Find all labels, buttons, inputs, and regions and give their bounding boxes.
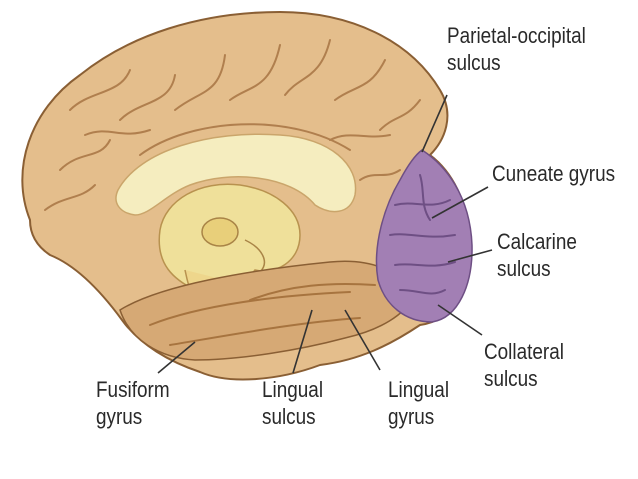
label-collateral-sulcus: Collateral sulcus [484,338,564,392]
label-text: Lingual [262,377,324,402]
label-cuneate-gyrus: Cuneate gyrus [492,160,615,187]
thalamus-fold [244,239,266,273]
label-text: gyrus [96,404,143,429]
gyri-folds [44,39,421,211]
label-text: Fusiform [96,377,170,402]
corpus-callosum [115,133,357,216]
lower-folds [149,282,376,346]
label-text: Collateral [484,339,564,364]
occipital-folds [389,174,456,295]
label-text: sulcus [447,50,501,75]
leader-lines [157,94,493,374]
label-text: sulcus [497,256,551,281]
leader-parietal-occipital [421,94,448,153]
label-lingual-sulcus: Lingual sulcus [262,376,323,430]
label-text: Cuneate gyrus [492,161,616,186]
label-parietal-occipital-sulcus: Parietal-occipital sulcus [447,22,586,76]
temporal-lower [119,260,416,361]
label-text: sulcus [484,366,538,391]
leader-calcarine [447,249,493,263]
label-fusiform-gyrus: Fusiform gyrus [96,376,170,430]
leader-cuneate [431,186,489,219]
leader-collateral [437,304,483,336]
leader-lingual-gyrus [344,309,381,371]
label-text: Calcarine [497,229,577,254]
label-text: Lingual [388,377,450,402]
label-calcarine-sulcus: Calcarine sulcus [497,228,577,282]
label-text: sulcus [262,404,316,429]
label-text: gyrus [388,404,435,429]
leader-fusiform [157,341,196,374]
label-lingual-gyrus: Lingual gyrus [388,376,449,430]
label-text: Parietal-occipital [447,23,586,48]
leader-lingual-sulcus [292,309,313,374]
pineal-region [201,217,239,247]
